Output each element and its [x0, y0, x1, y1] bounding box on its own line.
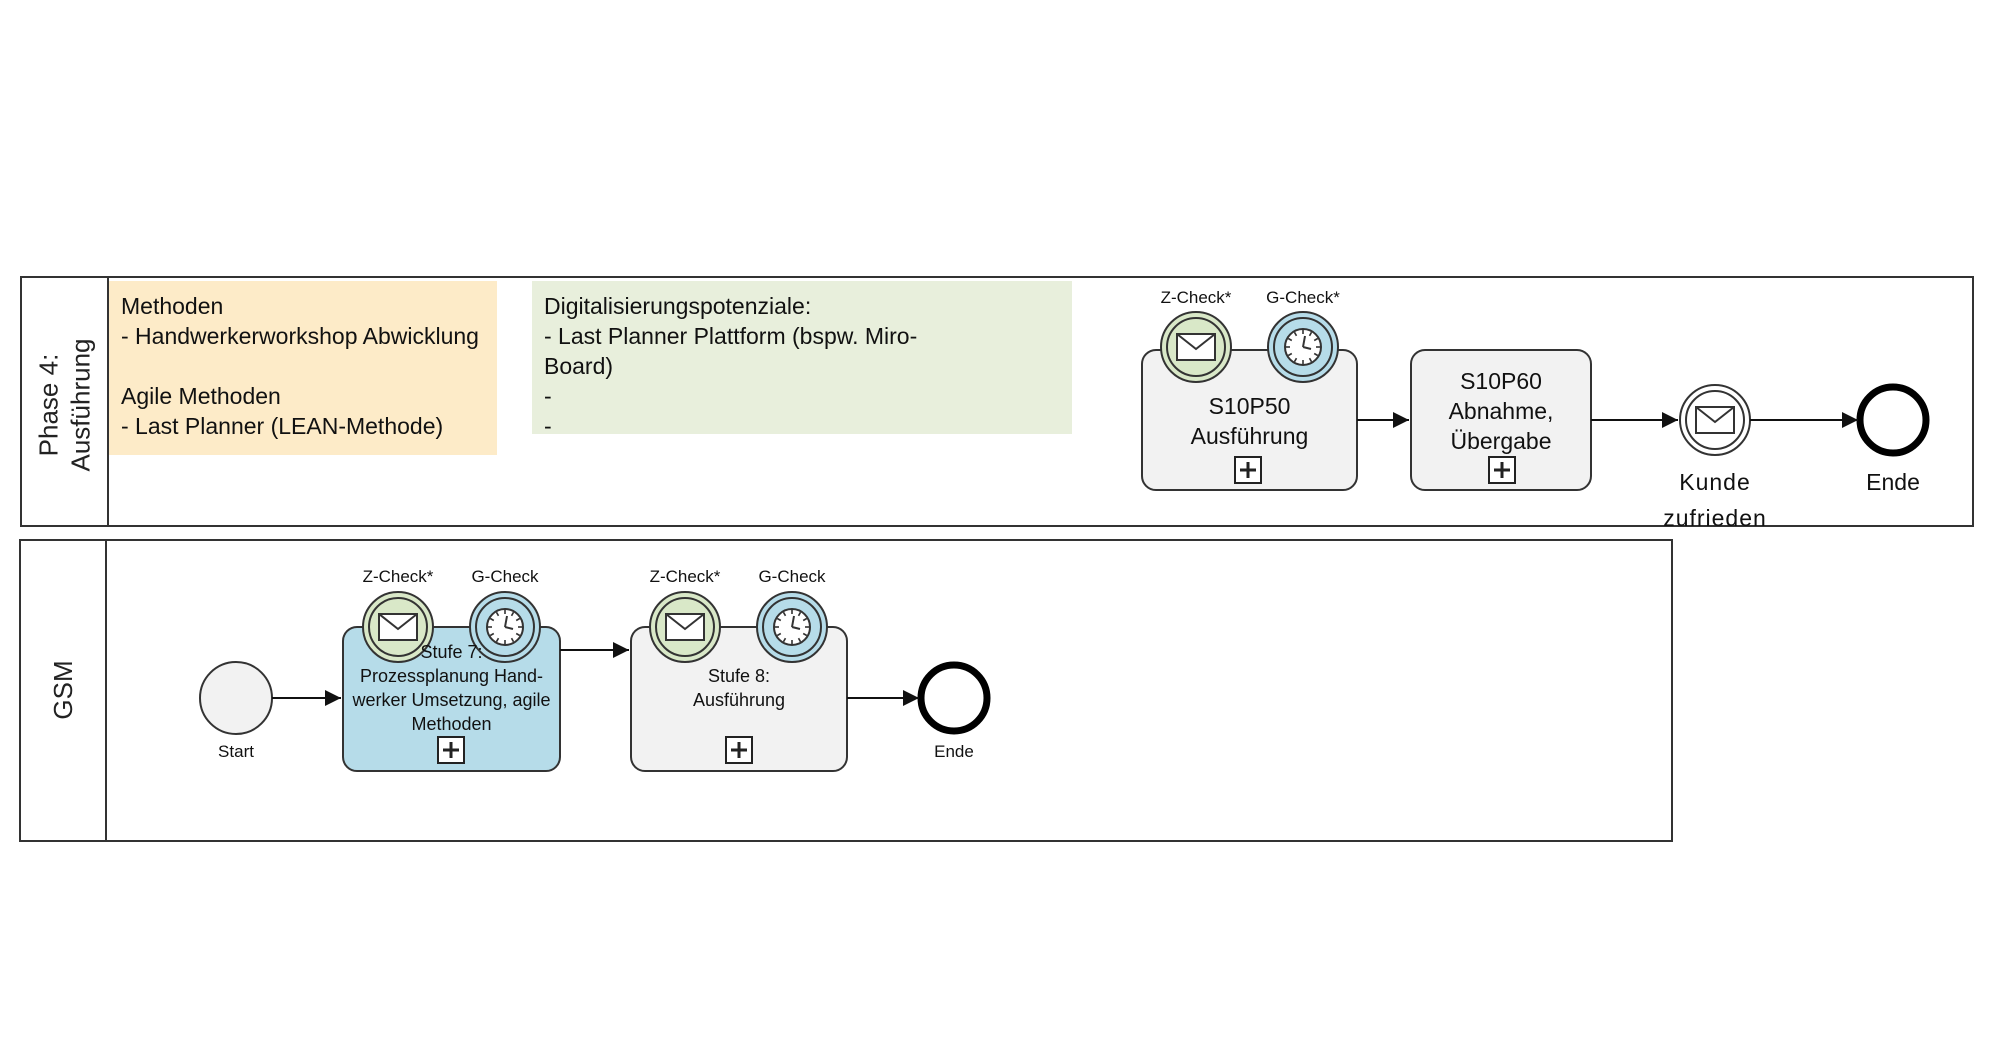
gsm-task-stufe-7[interactable]: [342, 626, 561, 772]
gsm-end-label: Ende: [934, 742, 974, 761]
z-check-label: Z-Check*: [362, 567, 434, 586]
expand-plus-icon[interactable]: [1234, 456, 1262, 484]
clock-icon: [1284, 328, 1322, 366]
phase4-end-event: [1856, 383, 1930, 457]
envelope-icon: [665, 613, 705, 641]
message-event-inner-ring: [368, 597, 428, 657]
phase4-lane-label: Phase 4: Ausführung: [33, 338, 96, 472]
g-check-label: G-Check: [471, 567, 539, 586]
message-event-inner-ring: [655, 597, 715, 657]
envelope-icon: [378, 613, 418, 641]
gsm-lane-label: GSM: [48, 660, 78, 720]
phase4-end-label: Ende: [1866, 469, 1920, 495]
z-check-label: Z-Check*: [649, 567, 721, 586]
z-check-label: Z-Check*: [1160, 288, 1232, 307]
timer-event-inner-ring: [762, 597, 822, 657]
methods-note: Methoden - Handwerkerworkshop Abwicklung…: [109, 281, 497, 455]
gsm-end-event: [917, 661, 991, 735]
gsm-lane: [19, 539, 1673, 842]
kunde-zufrieden-event-inner-ring: [1685, 390, 1745, 450]
start-label: Start: [218, 742, 254, 761]
expand-plus-icon[interactable]: [437, 736, 465, 764]
expand-plus-icon[interactable]: [725, 736, 753, 764]
gsm-task-stufe-7-label: Stufe 7: Prozessplanung Hand- werker Ums…: [352, 642, 551, 734]
envelope-icon: [1695, 406, 1735, 434]
timer-event-inner-ring: [475, 597, 535, 657]
phase4-lane: [20, 276, 1974, 527]
gsm-start-event: [199, 661, 273, 735]
phase4-task-ausfuehrung-label: S10P50 Ausführung: [1190, 393, 1309, 449]
gsm-task-stufe-8-label: Stufe 8: Ausführung: [692, 666, 786, 710]
digitalization-note: Digitalisierungspotenziale: - Last Plann…: [532, 281, 1072, 439]
g-check-label: G-Check: [758, 567, 826, 586]
g-check-label: G-Check*: [1266, 288, 1340, 307]
kunde-zufrieden-label: Kunde zufrieden: [1663, 469, 1767, 531]
clock-icon: [773, 608, 811, 646]
phase4-task-abnahme-label: S10P60 Abnahme, Übergabe: [1448, 368, 1554, 454]
expand-plus-icon[interactable]: [1488, 456, 1516, 484]
envelope-icon: [1176, 333, 1216, 361]
message-event-inner-ring: [1166, 317, 1226, 377]
timer-event-inner-ring: [1273, 317, 1333, 377]
